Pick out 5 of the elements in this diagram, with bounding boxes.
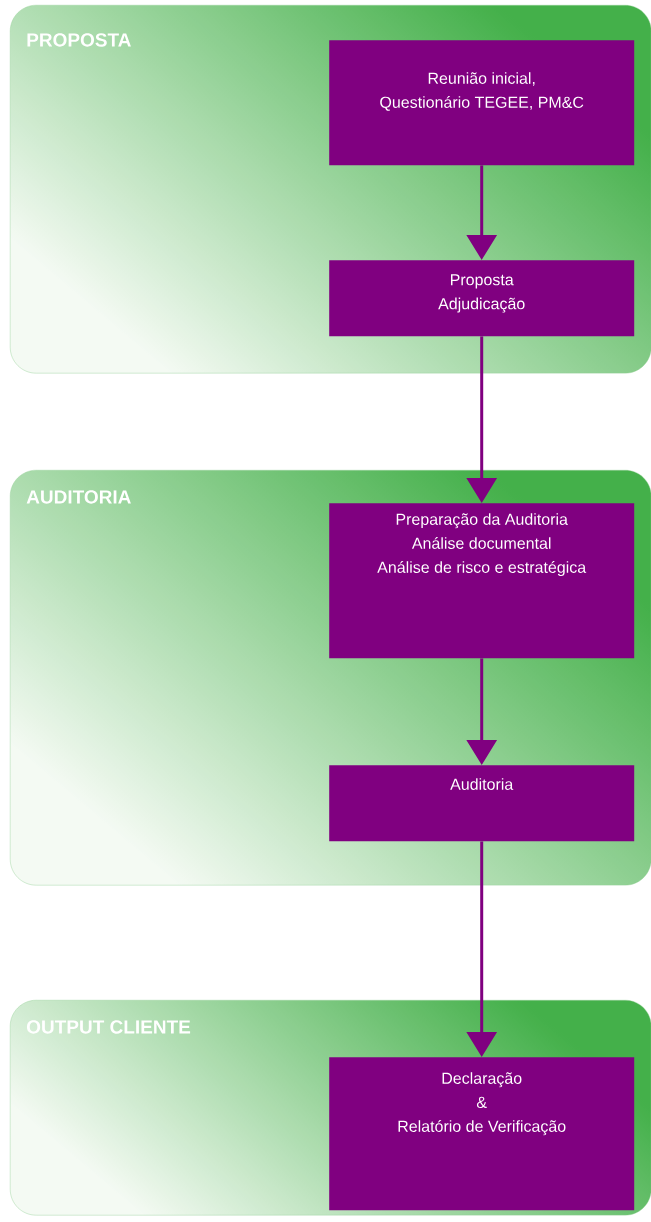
process-box: Declaração & Relatório de Verificação	[329, 1057, 635, 1211]
process-box: Preparação da Auditoria Análise documental Análise de risco e estratégica	[329, 503, 635, 659]
process-box: Proposta Adjudicação	[329, 260, 635, 337]
process-box: Reunião inicial, Questionário TEGEE, PM&C	[329, 40, 635, 166]
process-box: Auditoria	[329, 765, 635, 842]
